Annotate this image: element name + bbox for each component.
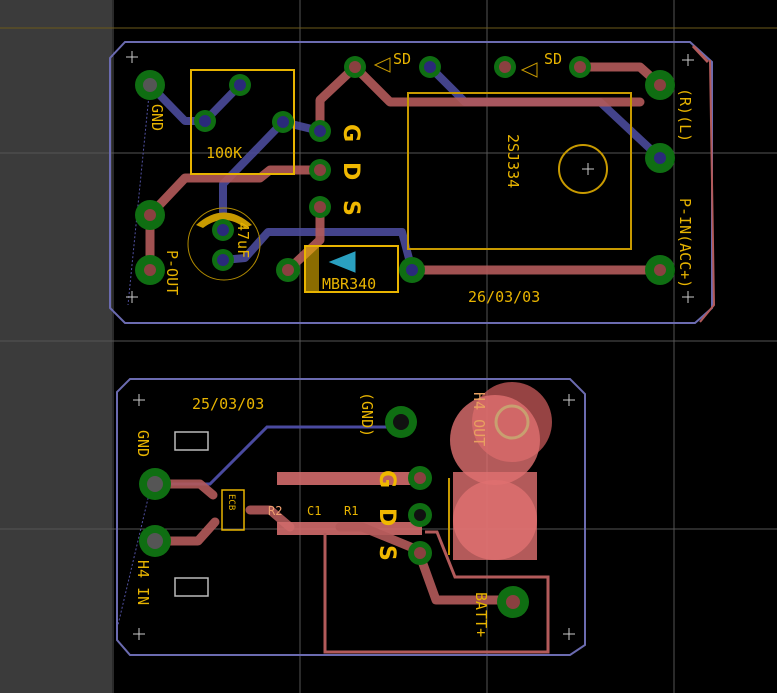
label-gnd: GND [148,104,166,131]
origin-markers [126,51,694,640]
label-47uf: 47uF [234,222,252,258]
label-h4-out: H4 OUT [470,392,488,446]
label-sd-2: SD [544,50,562,68]
label-mbr340: MBR340 [322,275,376,293]
label-r1: R1 [344,504,358,518]
label-2sj334: 2SJ334 [504,134,522,188]
label-batt: BATT+ [472,592,490,637]
label-s-bottom: S [374,545,399,561]
label-sd-1: SD [393,50,411,68]
label-c1: C1 [307,504,321,518]
board-top[interactable]: GND 100K 47uF P-OUT G D S SD SD MBR340 2… [109,41,716,324]
pads-top [135,56,675,285]
label-p-in: P-IN(ACC+) [676,198,694,288]
label-d: D [338,162,363,180]
label-r2: R2 [268,504,282,518]
label-date-bottom: 25/03/03 [192,395,264,413]
pads-bottom [139,406,529,618]
label-date-top: 26/03/03 [468,288,540,306]
label-p-out: P-OUT [163,250,181,295]
label-h4-in: H4 IN [134,560,152,605]
label-g: G [338,124,363,142]
label-g-bottom: G [374,470,399,488]
left-panel [0,0,112,693]
label-s: S [338,200,363,216]
board-bottom[interactable]: 25/03/03 (GND) GND H4 IN H4 OUT ECB R2 C… [116,378,586,656]
label-gnd-paren: (GND) [358,392,376,437]
label-gnd: GND [134,430,152,457]
label-ecb: ECB [226,494,236,510]
label-d-bottom: D [374,508,399,526]
label-100k: 100K [206,144,242,162]
label-rl: (R)(L) [676,88,694,142]
